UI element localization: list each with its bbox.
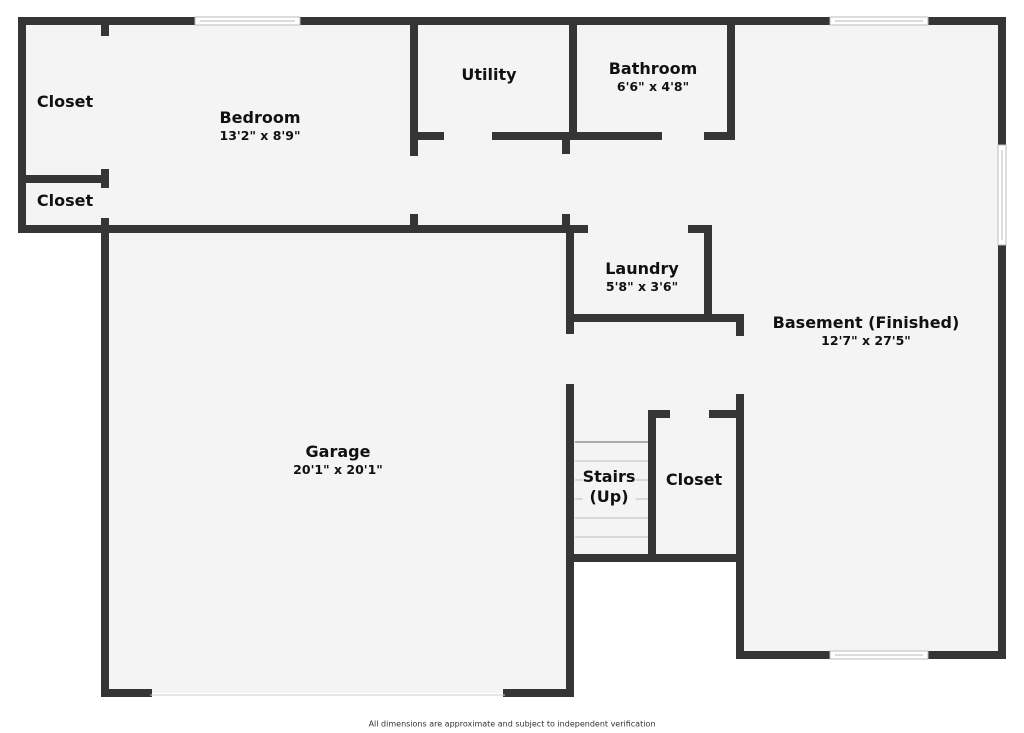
room-dims: 20'1" x 20'1" — [293, 462, 383, 477]
room-closet-small: Closet — [37, 191, 93, 211]
room-name: Stairs — [582, 467, 636, 486]
room-name: Laundry — [605, 259, 679, 278]
room-dims: 5'8" x 3'6" — [605, 279, 679, 294]
room-name: Utility — [461, 65, 517, 84]
room-utility: Utility — [461, 65, 516, 85]
room-dims: 13'2" x 8'9" — [219, 128, 301, 143]
room-name: Bathroom — [608, 59, 698, 78]
room-basement: Basement (Finished)12'7" x 27'5" — [773, 313, 960, 349]
room-name: Closet — [665, 470, 723, 489]
room-name: Closet — [36, 191, 94, 210]
room-closet-lower: Closet — [666, 470, 722, 490]
room-dims: 6'6" x 4'8" — [616, 79, 690, 94]
room-name: Closet — [36, 92, 94, 111]
room-dims: 12'7" x 27'5" — [821, 333, 911, 348]
floor-areas — [22, 21, 1002, 693]
windows — [194, 16, 1007, 660]
room-stairs: Stairs(Up) — [582, 467, 636, 507]
room-name-suffix: (Up) — [589, 487, 629, 506]
room-closet-top: Closet — [37, 92, 93, 112]
room-name: Basement (Finished) — [772, 313, 960, 332]
disclaimer-footer: All dimensions are approximate and subje… — [368, 719, 656, 729]
room-name: Bedroom — [219, 108, 301, 127]
room-name: Garage — [305, 442, 371, 461]
